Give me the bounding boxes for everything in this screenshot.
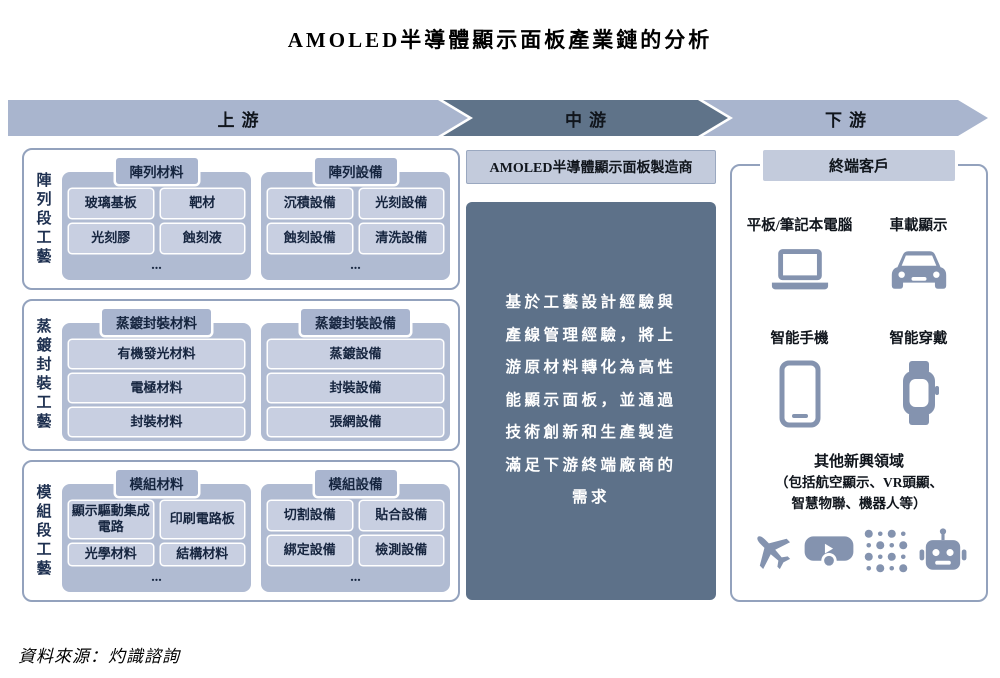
flow-arrow-midstream-label: 中游 — [565, 110, 613, 130]
laptop-icon — [771, 249, 828, 290]
item-chip: 封裝材料 — [69, 408, 244, 436]
section-header: 陣列材料 — [115, 158, 198, 184]
item-chip: 光刻設備 — [359, 189, 443, 218]
item-chip: 靶材 — [160, 189, 244, 218]
section-body: 玻璃基板 靶材 光刻膠 蝕刻液 ... — [62, 172, 251, 280]
smartwatch-icon — [902, 361, 939, 425]
section-body: 有機發光材料 電極材料 封裝材料 — [62, 323, 251, 441]
flow-arrow-upstream-label: 上游 — [217, 110, 266, 130]
downstream-header: 終端客戶 — [763, 150, 955, 181]
emerging-icons-row — [732, 515, 986, 575]
ellipsis-more: ... — [151, 258, 162, 273]
item-chip: 光學材料 — [69, 543, 153, 565]
downstream-box: 平板/筆記本電腦 車載顯示 — [730, 164, 988, 602]
device-grid: 平板/筆記本電腦 車載顯示 — [732, 166, 986, 428]
item-chip: 張網設備 — [268, 408, 443, 436]
section-body: 沉積設備 光刻設備 蝕刻設備 清洗設備 ... — [261, 172, 450, 280]
item-chip: 檢測設備 — [359, 536, 443, 565]
item-chip: 顯示驅動集成電路 — [69, 501, 153, 538]
section-module-equipment: 模組設備 切割設備 貼合設備 綁定設備 檢測設備 ... — [261, 470, 450, 592]
item-chip: 蝕刻液 — [160, 224, 244, 253]
midstream-panel: AMOLED半導體顯示面板製造商 基於工藝設計經驗與產線管理經驗，將上游原材料轉… — [466, 150, 716, 600]
item-chip: 結構材料 — [160, 543, 244, 565]
midstream-description: 基於工藝設計經驗與產線管理經驗，將上游原材料轉化為高性能顯示面板，並通過技術創新… — [505, 294, 677, 507]
item-chip: 蝕刻設備 — [268, 224, 352, 253]
ellipsis-more: ... — [151, 570, 162, 585]
item-chip: 封裝設備 — [268, 374, 443, 402]
source-note: 資料來源：灼識諮詢 — [18, 647, 180, 666]
section-array-equipment: 陣列設備 沉積設備 光刻設備 蝕刻設備 清洗設備 ... — [261, 158, 450, 280]
section-header: 蒸鍍封裝設備 — [301, 309, 410, 335]
group-module-stage-label: 模組段工藝 — [34, 483, 51, 579]
section-body: 顯示驅動集成電路 印刷電路板 光學材料 結構材料 ... — [62, 484, 251, 592]
section-header: 模組設備 — [314, 470, 397, 496]
emerging-subtitle-line2: 智慧物聯、機器人等） — [791, 495, 927, 511]
section-array-materials: 陣列材料 玻璃基板 靶材 光刻膠 蝕刻液 ... — [62, 158, 251, 280]
device-automotive-display: 車載顯示 — [859, 214, 978, 293]
section-module-materials: 模組材料 顯示驅動集成電路 印刷電路板 光學材料 結構材料 ... — [62, 470, 251, 592]
item-chip: 綁定設備 — [268, 536, 352, 565]
section-body: 切割設備 貼合設備 綁定設備 檢測設備 ... — [261, 484, 450, 592]
emerging-subtitle-line1: （包括航空顯示、VR頭顯、 — [775, 475, 943, 490]
section-evaporation-equipment: 蒸鍍封裝設備 蒸鍍設備 封裝設備 張網設備 — [261, 309, 450, 441]
item-chip: 有機發光材料 — [69, 340, 244, 368]
ellipsis-more: ... — [350, 258, 361, 273]
emerging-subtitle: （包括航空顯示、VR頭顯、 智慧物聯、機器人等） — [732, 473, 986, 515]
flow-arrow-downstream-label: 下游 — [825, 110, 873, 130]
ellipsis-more: ... — [350, 570, 361, 585]
downstream-panel: 平板/筆記本電腦 車載顯示 — [730, 150, 988, 602]
item-chip: 印刷電路板 — [160, 501, 244, 538]
group-evaporation-encapsulation: 蒸鍍封裝工藝 蒸鍍封裝材料 有機發光材料 電極材料 封裝材料 蒸鍍封裝設備 蒸鍍… — [22, 299, 460, 451]
item-chip: 清洗設備 — [359, 224, 443, 253]
airplane-icon — [757, 536, 791, 569]
device-label: 智能手機 — [770, 331, 829, 347]
device-label: 平板/筆記本電腦 — [746, 218, 853, 234]
upstream-panel: 陣列段工藝 陣列材料 玻璃基板 靶材 光刻膠 蝕刻液 ... — [22, 148, 460, 602]
flow-arrow-downstream: 下游 — [703, 100, 988, 136]
emerging-title: 其他新興領域 — [813, 454, 904, 470]
smartphone-icon — [779, 360, 820, 428]
flow-arrow-midstream: 中游 — [443, 100, 728, 136]
vr-headset-icon — [804, 536, 854, 569]
car-icon — [891, 251, 946, 289]
iot-icon — [865, 529, 908, 573]
device-smart-wearable: 智能穿戴 — [859, 327, 978, 428]
item-chip: 光刻膠 — [69, 224, 153, 253]
section-evaporation-materials: 蒸鍍封裝材料 有機發光材料 電極材料 封裝材料 — [62, 309, 251, 441]
section-header: 蒸鍍封裝材料 — [102, 309, 211, 335]
section-header: 模組材料 — [115, 470, 198, 496]
item-chip: 電極材料 — [69, 374, 244, 402]
section-header: 陣列設備 — [314, 158, 397, 184]
group-evaporation-label: 蒸鍍封裝工藝 — [34, 318, 51, 432]
item-chip: 切割設備 — [268, 501, 352, 530]
section-body: 蒸鍍設備 封裝設備 張網設備 — [261, 323, 450, 441]
device-label: 車載顯示 — [889, 218, 948, 234]
device-smartphone: 智能手機 — [740, 327, 859, 428]
midstream-description-box: 基於工藝設計經驗與產線管理經驗，將上游原材料轉化為高性能顯示面板，並通過技術創新… — [466, 202, 716, 600]
group-module-stage: 模組段工藝 模組材料 顯示驅動集成電路 印刷電路板 光學材料 結構材料 ... — [22, 460, 460, 602]
emerging-section: 其他新興領域 （包括航空顯示、VR頭顯、 智慧物聯、機器人等） — [732, 450, 986, 575]
robot-icon — [919, 528, 967, 570]
item-chip: 蒸鍍設備 — [268, 340, 443, 368]
device-label: 智能穿戴 — [889, 331, 948, 347]
midstream-header: AMOLED半導體顯示面板製造商 — [466, 150, 716, 184]
item-chip: 貼合設備 — [359, 501, 443, 530]
item-chip: 玻璃基板 — [69, 189, 153, 218]
item-chip: 沉積設備 — [268, 189, 352, 218]
page-title: AMOLED半導體顯示面板產業鏈的分析 — [287, 28, 713, 52]
flow-arrow-upstream: 上游 — [8, 100, 468, 136]
device-tablet-laptop: 平板/筆記本電腦 — [740, 214, 859, 293]
group-array-stage: 陣列段工藝 陣列材料 玻璃基板 靶材 光刻膠 蝕刻液 ... — [22, 148, 460, 290]
group-array-stage-label: 陣列段工藝 — [34, 171, 51, 267]
